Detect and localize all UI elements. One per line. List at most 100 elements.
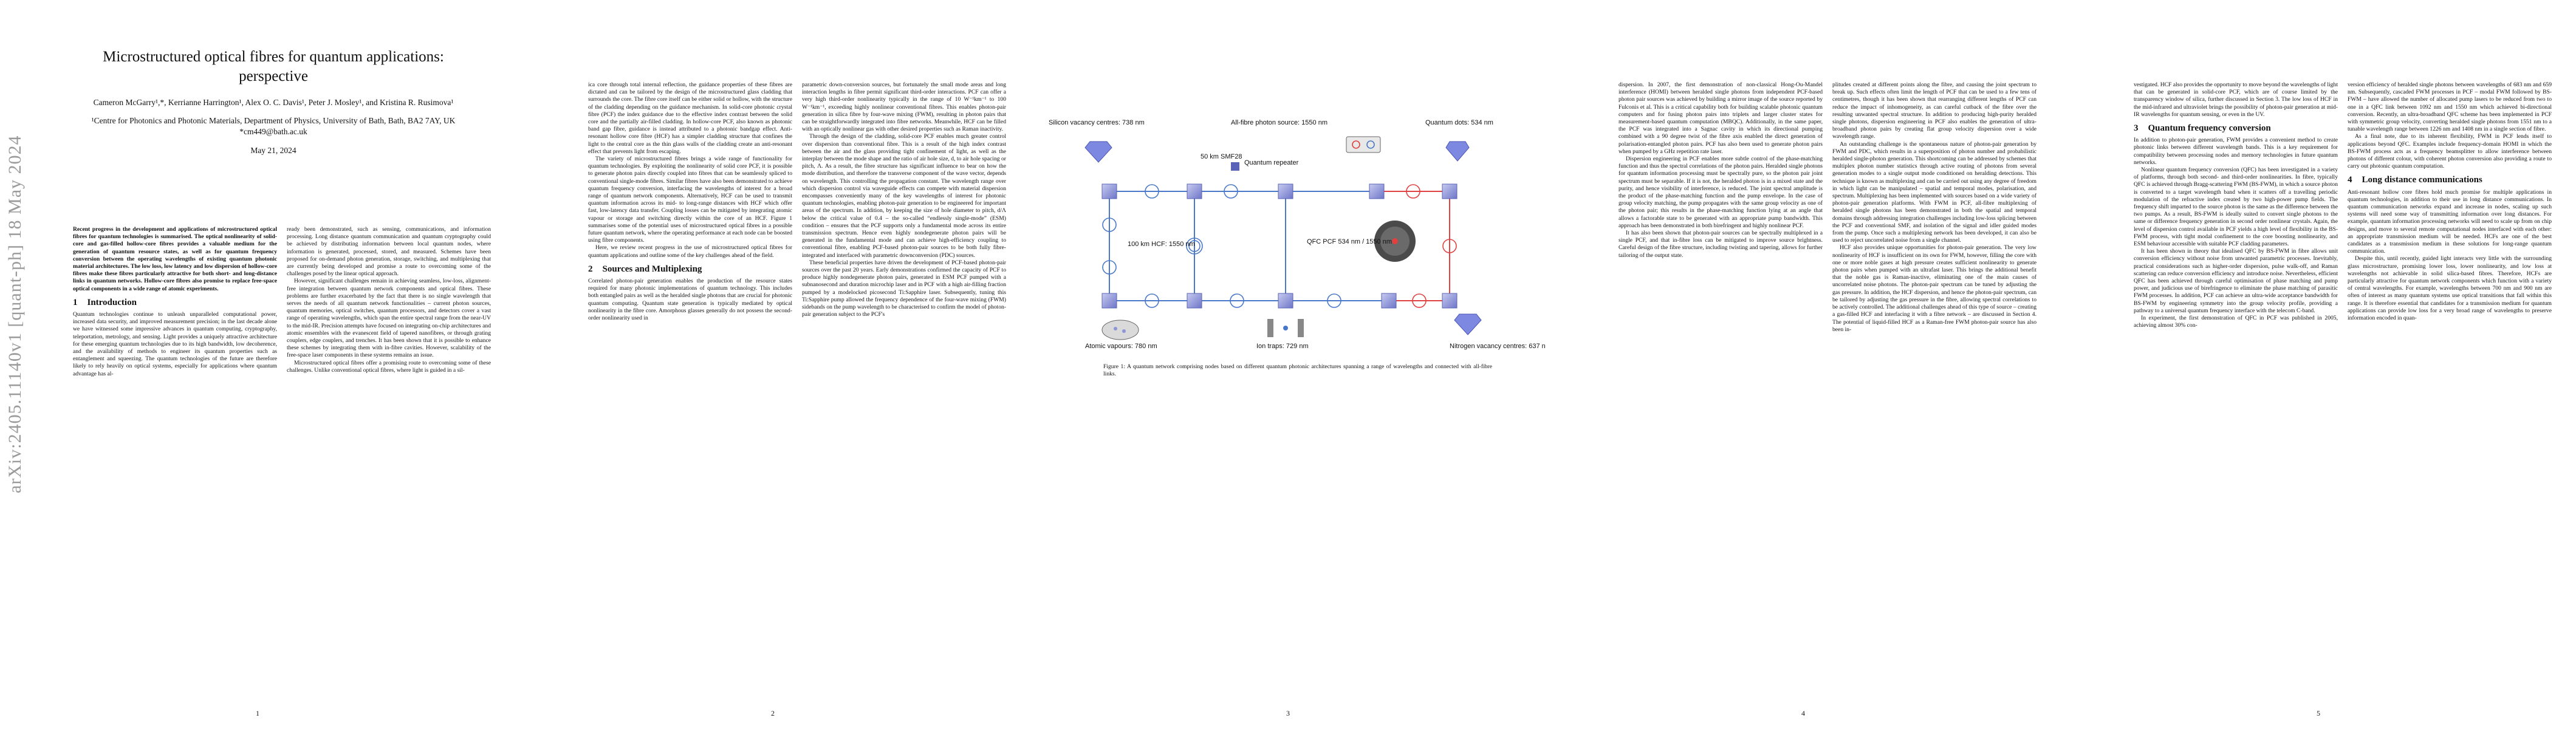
page-number: 1 <box>256 709 259 717</box>
section-number: 3 <box>2134 123 2139 134</box>
fibre-coil <box>1327 293 1341 308</box>
fibre-coil <box>1186 238 1203 255</box>
label-nitrogen-vacancy: Nitrogen vacancy centres: 637 nm <box>1450 343 1546 350</box>
paragraph: These beneficial properties have driven … <box>802 259 1006 318</box>
paragraph: plitudes created at different points alo… <box>1832 81 2036 140</box>
label-ion-traps: Ion traps: 729 nm <box>1256 343 1309 350</box>
paragraph: In addition to photon-pair generation, F… <box>2134 137 2338 166</box>
paper-title: Microstructured optical fibres for quant… <box>103 49 444 84</box>
label-smf: 50 km SMF28 <box>1201 153 1242 160</box>
quantum-dot-diamond-icon <box>1445 141 1470 162</box>
paragraph: Dispersion engineering in PCF enables mo… <box>1619 156 1823 229</box>
page-1: arXiv:2405.11140v1 [quant-ph] 18 May 202… <box>0 0 515 729</box>
section-title: Long distance communications <box>2362 175 2482 185</box>
fibre-coil <box>1442 239 1457 253</box>
node-cube <box>1442 293 1458 309</box>
label-repeater: Quantum repeater <box>1244 159 1299 166</box>
fibre-coil <box>1230 293 1244 308</box>
paragraph: Anti-resonant hollow core fibres hold mu… <box>2348 188 2552 255</box>
paragraph: An outstanding challenge is the spontane… <box>1832 140 2036 244</box>
node-cube <box>1101 293 1117 309</box>
fibre-coil <box>1224 184 1238 199</box>
label-quantum-dots: Quantum dots: 534 nm <box>1425 119 1493 126</box>
paragraph: As a final note, due to its inherent fle… <box>2348 133 2552 170</box>
network-nodes <box>1101 162 1458 309</box>
label-atomic-vapours: Atomic vapours: 780 nm <box>1085 343 1157 350</box>
node-cube <box>1369 183 1385 199</box>
contact-email: *cm449@bath.ac.uk <box>239 127 307 136</box>
paragraph: version efficiency of heralded single ph… <box>2348 81 2552 133</box>
publication-date: May 21, 2024 <box>250 146 296 155</box>
paragraph: Microstructured optical fibres offer a p… <box>287 359 491 374</box>
label-silicon-vacancy: Silicon vacancy centres: 738 nm <box>1049 119 1145 126</box>
paragraph: parametric down-conversion sources, but … <box>802 81 1006 133</box>
section-heading-sources: 2 Sources and Multiplexing <box>588 264 792 274</box>
qfc-pcf-disk <box>1374 221 1416 262</box>
node-cube <box>1442 183 1458 199</box>
page-number: 3 <box>1286 709 1290 717</box>
paragraph: Here, we review recent progress in the u… <box>588 244 792 259</box>
right-column: ready been demonstrated, such as sensing… <box>287 226 491 374</box>
paragraph: HCF also provides unique opportunities f… <box>1832 244 2036 333</box>
paragraph: It has been shown in theory that idealis… <box>2134 248 2338 314</box>
repeater-node <box>1231 162 1239 171</box>
fibre-coil <box>1188 240 1201 252</box>
fibre-coil <box>1102 217 1117 232</box>
quantum-network-figure: Silicon vacancy centres: 738 nm All-fibr… <box>1049 119 1546 350</box>
fibre-coil <box>1102 260 1117 275</box>
atomic-vapour-cell <box>1101 320 1139 340</box>
node-cube <box>1187 183 1202 199</box>
section-number: 1 <box>73 297 78 307</box>
section-heading-introduction: 1 Introduction <box>73 297 277 307</box>
label-all-fibre-source: All-fibre photon source: 1550 nm <box>1231 119 1327 126</box>
affiliation-text: ¹Centre for Photonics and Photonic Mater… <box>91 116 456 125</box>
fibre-coil <box>1145 293 1159 308</box>
right-column: version efficiency of heralded single ph… <box>2348 81 2552 322</box>
node-cube <box>1187 293 1202 309</box>
section-title: Sources and Multiplexing <box>602 264 702 274</box>
section-number: 2 <box>588 264 593 274</box>
label-qfc-pcf: QFC PCF 534 nm / 1550 nm <box>1307 238 1392 245</box>
affiliation: ¹Centre for Photonics and Photonic Mater… <box>67 115 480 137</box>
ion-trap <box>1267 319 1304 337</box>
section-heading-long-distance: 4 Long distance communications <box>2348 175 2552 185</box>
section-number: 4 <box>2348 175 2352 185</box>
node-cube <box>1278 183 1293 199</box>
photon-source-device <box>1346 136 1381 153</box>
paragraph: Correlated photon-pair generation enable… <box>588 278 792 322</box>
paragraph: It has also been shown that photon-pair … <box>1619 230 1823 259</box>
right-column: plitudes created at different points alo… <box>1832 81 2036 334</box>
nitrogen-vacancy-diamond-icon <box>1454 313 1482 335</box>
page-number: 5 <box>2317 709 2320 717</box>
section-title: Introduction <box>87 297 137 307</box>
paragraph: Through the design of the cladding, soli… <box>802 133 1006 259</box>
left-column: Recent progress in the development and a… <box>73 226 277 378</box>
left-column: vestigated. HCF also provides the opport… <box>2134 81 2338 330</box>
paragraph: ica core through total internal reflecti… <box>588 81 792 155</box>
fibre-coil <box>1412 293 1427 308</box>
page-number: 2 <box>771 709 775 717</box>
title-block: Microstructured optical fibres for quant… <box>67 47 480 156</box>
author-list: Cameron McGarry¹,*, Kerrianne Harrington… <box>93 98 454 107</box>
node-cube <box>1381 293 1397 309</box>
page-number: 4 <box>1801 709 1805 717</box>
fibre-coil <box>1145 184 1159 199</box>
right-column: parametric down-conversion sources, but … <box>802 81 1006 319</box>
left-column: dispersion. In 2007, the first demonstra… <box>1619 81 1823 259</box>
paragraph: ready been demonstrated, such as sensing… <box>287 226 491 278</box>
left-column: ica core through total internal reflecti… <box>588 81 792 322</box>
paragraph: dispersion. In 2007, the first demonstra… <box>1619 81 1823 155</box>
paragraph: vestigated. HCF also provides the opport… <box>2134 81 2338 118</box>
paragraph: However, significant challenges remain i… <box>287 278 491 359</box>
figure-caption: Figure 1: A quantum network comprising n… <box>1103 363 1492 378</box>
paragraph: The variety of microstructured fibres br… <box>588 156 792 244</box>
fibre-links <box>1109 191 1450 301</box>
label-hcf: 100 km HCF: 1550 nm <box>1128 241 1195 248</box>
page-4: dispersion. In 2007, the first demonstra… <box>1546 0 2061 729</box>
page-5: vestigated. HCF also provides the opport… <box>2061 0 2576 729</box>
arxiv-identifier: arXiv:2405.11140v1 [quant-ph] 18 May 202… <box>5 135 25 493</box>
paragraph: Despite this, until recently, guided lig… <box>2348 255 2552 322</box>
paragraph: Nonlinear quantum frequency conversion (… <box>2134 166 2338 248</box>
paragraph: Quantum technologies continue to unleash… <box>73 311 277 377</box>
